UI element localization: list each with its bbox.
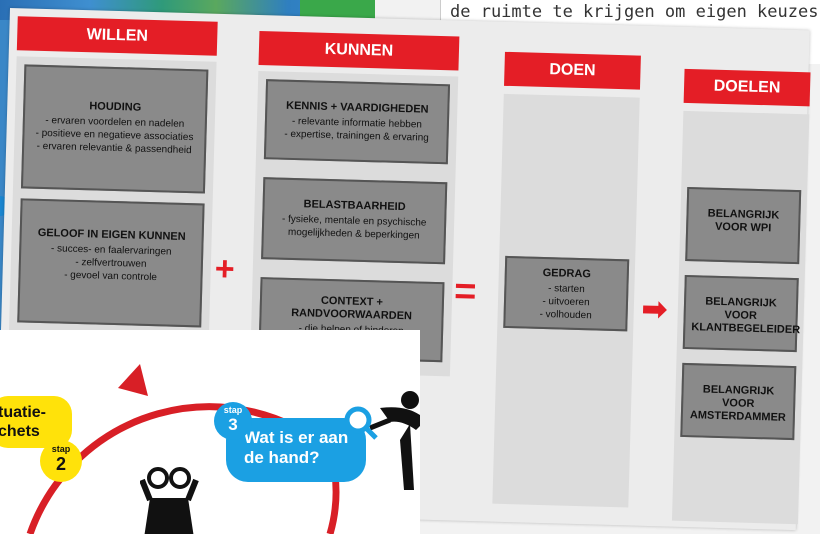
pill-line-1: tuatie- — [0, 404, 46, 421]
box-kennis-vaardigheden: KENNIS + VAARDIGHEDEN - relevante inform… — [263, 79, 451, 165]
step-word: stap — [51, 444, 71, 454]
steps-diagram: tuatie- chets stap 2 Wat is er aan de ha… — [0, 330, 420, 534]
plus-sign: + — [214, 249, 236, 289]
box-title: GEDRAG — [542, 266, 592, 281]
step-2-badge: stap 2 — [40, 440, 82, 482]
bubble-line-2: de hand? — [244, 448, 320, 467]
box-gedrag: GEDRAG - starten - uitvoeren - volhouden — [503, 255, 630, 332]
arrow-right-icon: ➡ — [641, 292, 668, 327]
step-number: 3 — [228, 415, 238, 434]
pill-line-2: chets — [0, 423, 40, 440]
situatieschets-pill: tuatie- chets — [0, 396, 72, 448]
box-title: BELANGRIJK VOOR AMSTERDAMMER — [689, 383, 786, 424]
magnifier-person-icon — [344, 391, 420, 490]
box-title: BELANGRIJK VOOR KLANTBEGELEIDER — [691, 295, 801, 337]
bubble-line-1: Wat is er aan — [244, 428, 349, 447]
box-title: CONTEXT + RANDVOORWAARDEN — [291, 294, 413, 323]
step-number: 2 — [55, 454, 66, 474]
box-belastbaarheid: BELASTBAARHEID - fysieke, mentale en psy… — [261, 177, 448, 265]
box-geloof-in-eigen-kunnen: GELOOF IN EIGEN KUNNEN - succes- en faal… — [17, 198, 205, 328]
header-doen: DOEN — [504, 51, 641, 90]
box-line: - volhouden — [539, 308, 592, 322]
header-doelen-halen: DOELEN HALEN — [683, 68, 811, 130]
binoculars-person-icon — [140, 467, 199, 534]
box-belangrijk-amsterdammer: BELANGRIJK VOOR AMSTERDAMMER — [680, 362, 797, 441]
box-houding: HOUDING - ervaren voordelen en nadelen -… — [20, 64, 209, 194]
step-word: stap — [223, 405, 243, 415]
box-belangrijk-klantbegeleider: BELANGRIJK VOOR KLANTBEGELEIDER — [682, 274, 801, 353]
equals-sign: = — [453, 270, 478, 314]
note-line-1: de ruimte te krijgen om eigen keuzes — [450, 2, 819, 22]
step-3-badge: stap 3 — [214, 402, 252, 440]
box-title: BELANGRIJK VOOR WPI — [707, 207, 780, 235]
header-kunnen: KUNNEN — [258, 30, 460, 71]
header-willen: WILLEN — [16, 16, 218, 56]
arc-arrowhead-icon — [118, 364, 148, 396]
box-belangrijk-wpi: BELANGRIJK VOOR WPI — [685, 186, 802, 265]
